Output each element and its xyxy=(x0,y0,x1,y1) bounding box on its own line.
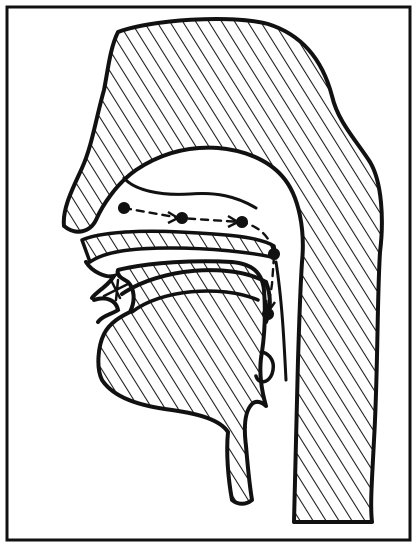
pharynx-wall xyxy=(276,262,286,380)
lower-lip xyxy=(94,298,118,322)
airflow-dot xyxy=(176,212,188,224)
nasal-turbinate-line xyxy=(124,178,256,208)
tongue-and-jaw-region xyxy=(98,261,266,503)
hard-palate xyxy=(82,231,276,262)
airflow-dot xyxy=(236,216,248,228)
airflow-dot xyxy=(262,308,274,320)
airflow-dot xyxy=(268,248,280,260)
airflow-dot xyxy=(118,202,130,214)
